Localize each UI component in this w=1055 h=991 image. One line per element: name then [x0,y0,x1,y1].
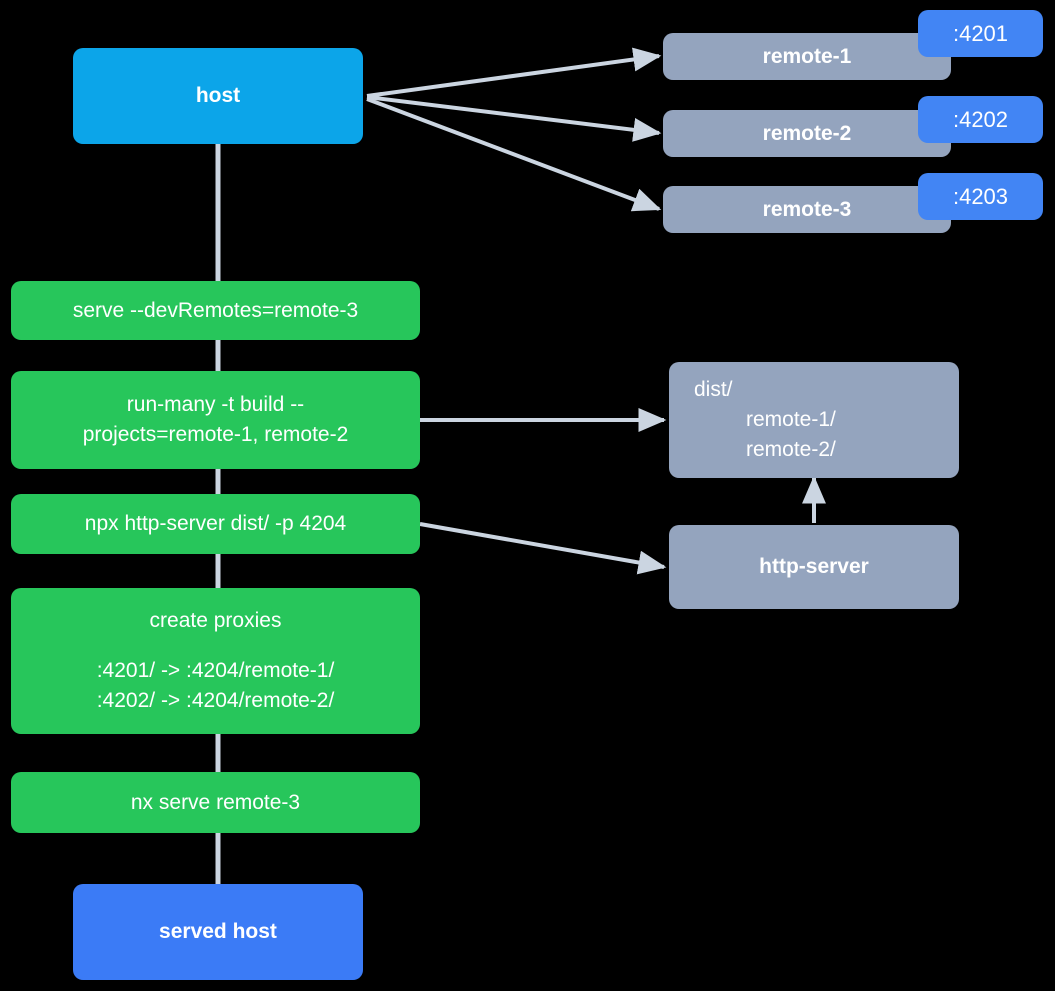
node-command-create-proxies[interactable]: create proxies :4201/ -> :4204/remote-1/… [11,588,420,734]
node-remote-3-label: remote-3 [762,197,852,221]
node-command-run-many-line1: run-many -t build -- [126,393,305,417]
node-dist-folder-remote-2: remote-2/ [746,437,836,461]
port-badge-remote-1-label: :4201 [952,20,1009,46]
node-command-run-many-line2: projects=remote-1, remote-2 [82,423,349,446]
port-badge-remote-3: :4203 [918,173,1043,220]
node-host-label: host [195,84,241,108]
node-command-npx-http-server-label: npx http-server dist/ -p 4204 [84,512,347,536]
port-badge-remote-2: :4202 [918,96,1043,143]
node-host[interactable]: host [73,48,363,144]
node-dist-folder-remote-1: remote-1/ [746,408,836,432]
arrow-host-to-remote-3 [366,97,662,212]
arrow-host-to-remote-1 [366,47,662,98]
node-http-server[interactable]: http-server [669,525,959,609]
node-served-host[interactable]: served host [73,884,363,980]
node-served-host-label: served host [159,920,277,944]
node-command-create-proxies-mapping-2: :4202/ -> :4204/remote-2/ [96,688,335,712]
port-badge-remote-2-label: :4202 [952,106,1009,132]
node-remote-2[interactable]: remote-2 [663,110,951,157]
node-command-create-proxies-mapping-1: :4201/ -> :4204/remote-1/ [96,659,335,683]
node-remote-1[interactable]: remote-1 [663,33,951,80]
node-remote-3[interactable]: remote-3 [663,186,951,233]
node-dist-folder-root: dist/ [694,378,733,402]
node-command-run-many[interactable]: run-many -t build -- projects=remote-1, … [11,371,420,469]
node-remote-1-label: remote-1 [762,44,852,68]
node-command-npx-http-server[interactable]: npx http-server dist/ -p 4204 [11,494,420,554]
port-badge-remote-1: :4201 [918,10,1043,57]
port-badge-remote-3-label: :4203 [952,183,1009,209]
node-command-serve[interactable]: serve --devRemotes=remote-3 [11,281,420,340]
node-remote-2-label: remote-2 [762,121,852,145]
node-command-nx-serve-label: nx serve remote-3 [130,790,301,814]
node-command-create-proxies-title: create proxies [149,609,282,633]
arrow-host-to-remote-2 [366,95,662,142]
node-http-server-label: http-server [759,555,869,579]
arrow-httpcmd-to-httpserver [419,522,667,575]
node-command-nx-serve[interactable]: nx serve remote-3 [11,772,420,833]
node-command-serve-label: serve --devRemotes=remote-3 [72,298,359,322]
node-dist-folder[interactable]: dist/ remote-1/ remote-2/ [669,362,959,478]
